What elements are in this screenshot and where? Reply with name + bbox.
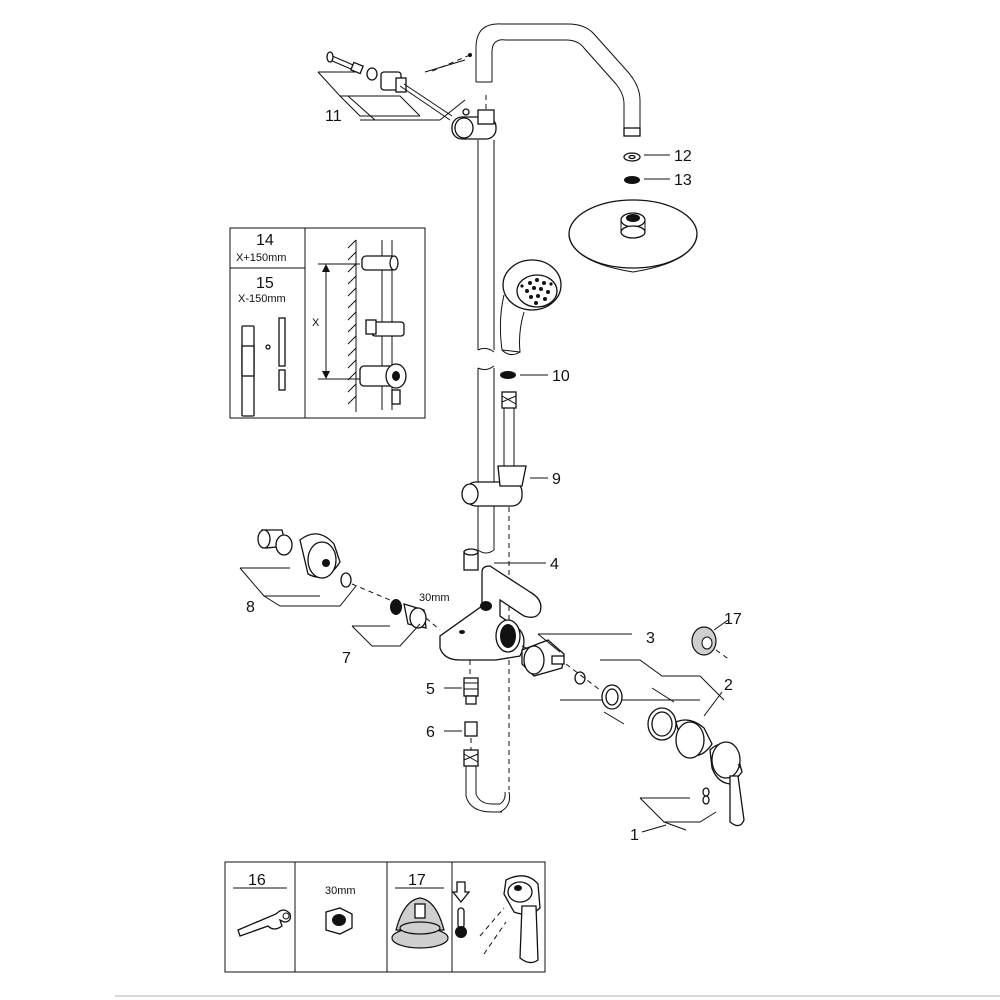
wall-anchor-set <box>317 51 472 121</box>
cartridge <box>521 633 725 701</box>
rosette <box>675 691 723 759</box>
callout-11: 11 <box>325 108 342 125</box>
head-shower <box>568 199 698 273</box>
callout-4: 4 <box>550 556 559 573</box>
lower-hose <box>463 749 511 813</box>
limiter-cap-icon <box>391 897 449 949</box>
inset-part-15-note: X-150mm <box>238 293 286 305</box>
escutcheon-ring <box>601 684 677 741</box>
callout-13: 13 <box>674 172 692 189</box>
shower-riser-pipe <box>475 23 641 554</box>
callout-17: 17 <box>724 611 742 628</box>
wrench-icon <box>237 909 292 937</box>
head-washers <box>623 152 670 184</box>
hand-shower <box>499 259 562 356</box>
inset-dimension-label: X <box>312 317 320 329</box>
hand-shower-slider <box>461 465 548 507</box>
callout-5: 5 <box>426 681 435 698</box>
callout-8: 8 <box>246 599 255 616</box>
riser-wall-bracket <box>451 95 497 140</box>
legend-nut-size: 30mm <box>325 885 356 897</box>
callout-6: 6 <box>426 724 435 741</box>
dimension-30mm: 30mm <box>419 592 450 604</box>
limiter-cap <box>691 619 731 661</box>
inset-part-15: 15 <box>256 275 274 292</box>
callout-9: 9 <box>552 471 561 488</box>
legend-table <box>224 861 546 973</box>
callout-12: 12 <box>674 148 692 165</box>
nut-icon <box>325 907 353 935</box>
temperature-limit-icon <box>451 881 471 938</box>
riser-adapter <box>463 548 546 571</box>
inset-part-14-note: X+150mm <box>236 252 286 264</box>
wall-connector <box>239 529 391 607</box>
callout-10: 10 <box>552 368 570 385</box>
callout-7: 7 <box>342 650 351 667</box>
legend-label-16: 16 <box>248 872 266 889</box>
lever-handle <box>639 741 745 833</box>
lever-handle-icon <box>479 875 541 964</box>
inset-part-14: 14 <box>256 232 274 249</box>
legend-label-17: 17 <box>408 872 426 889</box>
callout-3: 3 <box>646 630 655 647</box>
lower-nut <box>444 721 478 750</box>
extension-inset <box>229 227 426 419</box>
check-valve <box>444 677 479 705</box>
connection-nut <box>351 599 441 647</box>
mixer-body <box>439 565 542 676</box>
hose-washer <box>500 371 516 379</box>
callout-2: 2 <box>724 677 733 694</box>
callout-1: 1 <box>630 827 639 844</box>
